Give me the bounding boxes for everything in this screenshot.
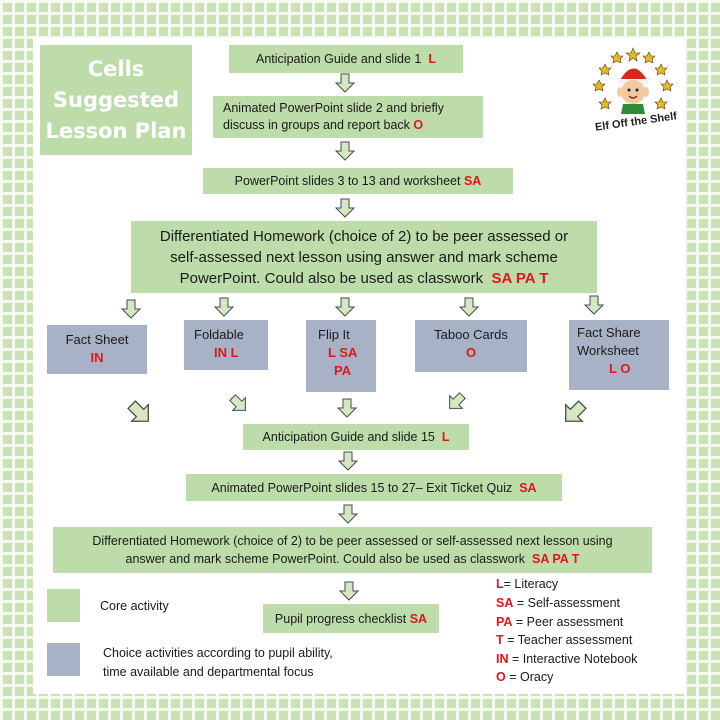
step-animated-powerpoint-slide-2: Animated PowerPoint slide 2 and briefly … [213, 96, 483, 138]
key-self-assessment: SA = Self-assessment [496, 596, 621, 610]
assessment-code: L [428, 52, 436, 66]
step-animated-powerpoint-slides-15-27: Animated PowerPoint slides 15 to 27– Exi… [186, 474, 562, 501]
title-box: Cells Suggested Lesson Plan [40, 45, 192, 155]
choice-taboo-cards: Taboo Cards O [415, 320, 527, 372]
choice-fact-share-worksheet: Fact Share Worksheet L O [569, 320, 669, 390]
assessment-code: SA [409, 611, 428, 626]
key-teacher-assessment: T = Teacher assessment [496, 633, 633, 647]
choice-fact-sheet: Fact Sheet IN [47, 325, 147, 374]
key-interactive-notebook: IN = Interactive Notebook [496, 652, 638, 666]
assessment-code: IN [90, 350, 104, 365]
assessment-code: IN L [214, 345, 239, 360]
step-anticipation-guide-slide-15: Anticipation Guide and slide 15 L [243, 424, 469, 450]
key-peer-assessment: PA = Peer assessment [496, 615, 624, 629]
assessment-code: SA PA T [491, 269, 549, 287]
assessment-code: L SA [328, 345, 358, 360]
key-literacy: L= Literacy [496, 577, 559, 591]
assessment-code: O [465, 345, 477, 360]
assessment-code: O [413, 118, 424, 132]
assessment-code: PA [334, 363, 352, 378]
step-powerpoint-slides-3-13: PowerPoint slides 3 to 13 and worksheet … [203, 168, 513, 194]
step-pupil-progress-checklist: Pupil progress checklist SA [263, 604, 439, 633]
assessment-code: L O [609, 361, 631, 376]
elf-logo: Elf Off the Shelf [585, 44, 681, 140]
step-anticipation-guide-slide-1: Anticipation Guide and slide 1 L [229, 45, 463, 73]
legend-core-label: Core activity [100, 599, 169, 613]
step-differentiated-homework-2: Differentiated Homework (choice of 2) to… [53, 527, 652, 573]
legend-choice-swatch [47, 643, 80, 676]
assessment-code: SA [463, 174, 482, 188]
page-title: Cells Suggested Lesson Plan [45, 56, 187, 143]
key-oracy: O = Oracy [496, 670, 554, 684]
legend-choice-label: Choice activities according to pupil abi… [103, 646, 333, 679]
assessment-code: SA PA T [531, 552, 580, 566]
assessment-code: L [441, 430, 450, 444]
step-differentiated-homework-1: Differentiated Homework (choice of 2) to… [131, 221, 597, 293]
choice-foldable: Foldable IN L [184, 320, 268, 370]
assessment-code: SA [519, 480, 537, 495]
legend-core-swatch [47, 589, 80, 622]
choice-flip-it: Flip It L SA PA [306, 320, 376, 392]
elf-with-stars-icon [592, 47, 674, 114]
